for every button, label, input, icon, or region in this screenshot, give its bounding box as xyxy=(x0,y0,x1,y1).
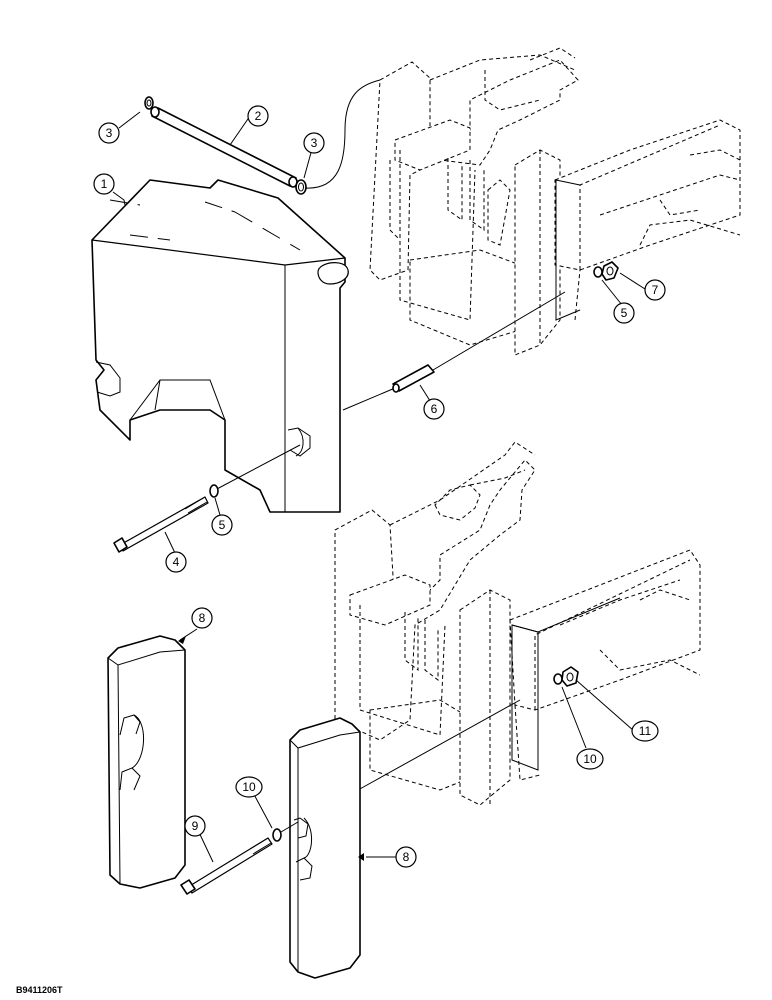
callout-8-bottom: 8 xyxy=(395,846,417,868)
axis-line-rod-left xyxy=(342,387,396,411)
washer-5-upper xyxy=(593,266,603,278)
svg-text:8: 8 xyxy=(403,850,410,864)
figure-code: B9411206T xyxy=(16,985,63,995)
callout-7: 7 xyxy=(644,279,666,301)
rod-6 xyxy=(392,364,435,393)
svg-text:3: 3 xyxy=(106,126,113,140)
callout-2: 2 xyxy=(247,105,269,127)
arrowhead-8 xyxy=(358,853,364,861)
washer-10-left xyxy=(272,828,282,842)
callout-3-left: 3 xyxy=(98,122,120,144)
axis-line-rod-right xyxy=(432,291,566,371)
svg-text:3: 3 xyxy=(311,136,318,150)
svg-text:1: 1 xyxy=(101,177,108,191)
callout-3-right: 3 xyxy=(303,132,325,154)
front-weight-1 xyxy=(91,179,349,513)
svg-text:11: 11 xyxy=(639,724,652,738)
upper-tractor-frame xyxy=(369,47,741,356)
washer-3-left xyxy=(144,96,154,110)
washer-10-right xyxy=(553,673,563,685)
svg-text:7: 7 xyxy=(652,283,659,297)
callout-9: 9 xyxy=(184,815,206,837)
callout-4: 4 xyxy=(165,551,187,573)
side-weight-8-installed xyxy=(289,717,361,979)
callout-11: 11 xyxy=(631,720,659,742)
pin-2 xyxy=(150,106,298,188)
washer-3-right xyxy=(295,179,307,195)
svg-text:10: 10 xyxy=(242,780,256,794)
washer-5-lower xyxy=(209,484,219,498)
callout-6: 6 xyxy=(423,398,445,420)
axis-line-upper xyxy=(214,444,301,491)
svg-text:6: 6 xyxy=(431,402,438,416)
svg-text:5: 5 xyxy=(621,306,628,320)
callout-1: 1 xyxy=(93,173,115,195)
lower-tractor-frame xyxy=(334,441,701,806)
axis-line-lower xyxy=(357,699,521,791)
svg-text:9: 9 xyxy=(192,819,199,833)
callout-5-upper: 5 xyxy=(613,302,635,324)
svg-text:8: 8 xyxy=(199,611,206,625)
side-weight-8-loose xyxy=(107,635,186,889)
nut-7 xyxy=(601,261,619,281)
bolt-9 xyxy=(180,837,273,895)
pin-routing-line xyxy=(304,79,381,189)
callout-10-right: 10 xyxy=(576,748,604,770)
callout-10-left: 10 xyxy=(235,776,263,798)
svg-text:2: 2 xyxy=(255,109,262,123)
svg-text:4: 4 xyxy=(173,555,180,569)
axis-line-lower-bolt xyxy=(280,821,299,833)
callout-5-lower: 5 xyxy=(211,514,233,536)
svg-text:5: 5 xyxy=(219,518,226,532)
svg-text:10: 10 xyxy=(583,752,597,766)
nut-11 xyxy=(561,666,579,687)
bolt-4 xyxy=(113,496,209,553)
arrowhead-8-top xyxy=(178,636,186,644)
callout-8-top: 8 xyxy=(191,607,213,629)
